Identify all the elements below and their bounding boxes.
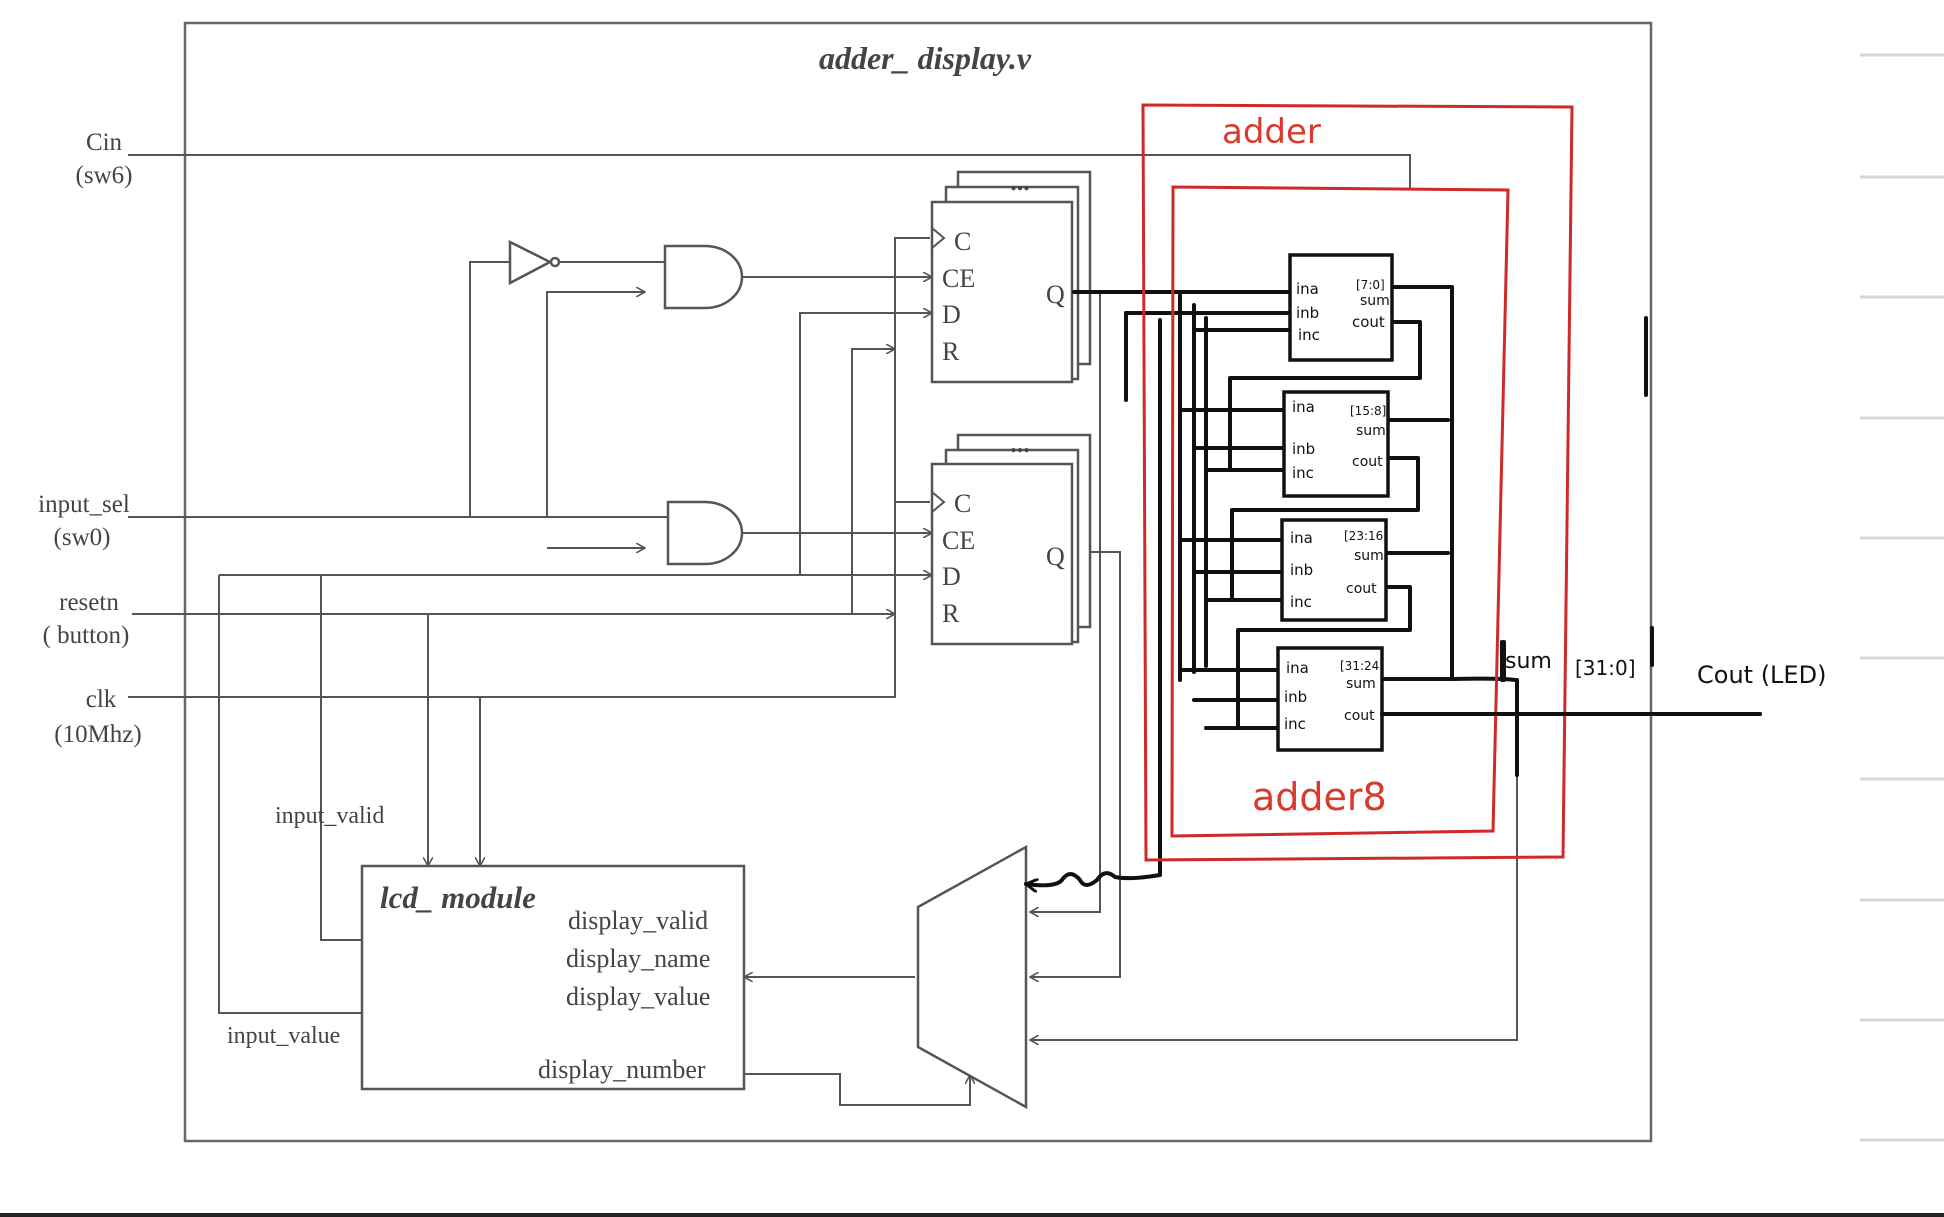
adder-block-1-inc: inc bbox=[1292, 464, 1314, 482]
adder-block-2: ina inb inc [23:16] sum cout bbox=[1280, 518, 1388, 622]
adder-block-0-range: [7:0] bbox=[1356, 278, 1385, 292]
adder-block-2-range: [23:16] bbox=[1344, 529, 1388, 543]
adder-block-1-cout: cout bbox=[1352, 454, 1383, 470]
adder8-label: adder8 bbox=[1252, 775, 1387, 819]
adder-block-0-ina: ina bbox=[1296, 280, 1319, 298]
resetn-label: resetn bbox=[59, 589, 119, 616]
lcd-input-valid-label: input_valid bbox=[275, 803, 384, 829]
multiplexer bbox=[916, 844, 1028, 1110]
inverter bbox=[508, 239, 665, 286]
input-labels: Cin (sw6) input_sel (sw0) resetn ( butto… bbox=[38, 129, 142, 748]
reg-top-port-r: R bbox=[942, 337, 960, 366]
lcd-module: lcd_ module display_valid display_name d… bbox=[227, 803, 746, 1091]
and-gate-bottom bbox=[666, 500, 744, 566]
output-labels: sum [31:0] Cout (LED) bbox=[1380, 640, 1826, 716]
adder-block-0-sum: sum bbox=[1360, 293, 1390, 309]
lcd-port-display-value: display_value bbox=[566, 982, 710, 1011]
input-sel-label: input_sel bbox=[38, 491, 130, 518]
adder-block-3: ina inb inc [31:24] sum cout bbox=[1276, 646, 1384, 752]
reg-bottom-output-q: Q bbox=[1046, 542, 1065, 571]
register-bottom-ellipsis: ... bbox=[1010, 429, 1030, 458]
adder-block-0-cout: cout bbox=[1352, 313, 1385, 331]
lcd-port-display-name: display_name bbox=[566, 944, 710, 973]
reg-bottom-port-r: R bbox=[942, 599, 960, 628]
register-stack-top: ... C CE D R Q bbox=[930, 167, 1092, 384]
adder-annotation: adder adder8 bbox=[1141, 103, 1574, 862]
adder-block-3-sum: sum bbox=[1346, 676, 1376, 692]
lcd-port-display-valid: display_valid bbox=[568, 906, 708, 935]
adder-block-0-inb: inb bbox=[1296, 304, 1319, 322]
notebook-lines bbox=[1860, 53, 1944, 1142]
lcd-module-title: lcd_ module bbox=[380, 880, 536, 915]
lcd-port-display-number: display_number bbox=[538, 1055, 706, 1084]
reg-bottom-port-d: D bbox=[942, 562, 961, 591]
cin-pin-label: (sw6) bbox=[76, 162, 133, 189]
lcd-input-value-label: input_value bbox=[227, 1023, 340, 1049]
reg-top-port-d: D bbox=[942, 300, 961, 329]
module-title: adder_ display.v bbox=[819, 40, 1032, 76]
adder-block-1-sum: sum bbox=[1356, 423, 1386, 439]
adder-block-2-ina: ina bbox=[1290, 529, 1313, 547]
sum-range-label: [31:0] bbox=[1575, 656, 1636, 680]
reg-bottom-port-ce: CE bbox=[942, 526, 975, 555]
adder-block-1: ina inb inc [15:8] sum cout bbox=[1282, 390, 1390, 498]
module-boundary bbox=[183, 21, 1653, 1143]
adder-block-2-cout: cout bbox=[1346, 581, 1377, 597]
adder-block-0-inc: inc bbox=[1298, 326, 1320, 344]
resetn-pin-label: ( button) bbox=[43, 622, 130, 649]
adder-block-3-ina: ina bbox=[1286, 659, 1309, 677]
adder-block-1-range: [15:8] bbox=[1350, 404, 1386, 418]
input-sel-pin-label: (sw0) bbox=[54, 524, 111, 551]
adder-block-3-inc: inc bbox=[1284, 715, 1306, 733]
adder-block-1-ina: ina bbox=[1292, 398, 1315, 416]
adder-block-3-inb: inb bbox=[1284, 688, 1307, 706]
adder-block-1-inb: inb bbox=[1292, 440, 1315, 458]
clk-label: clk bbox=[86, 686, 117, 713]
adder-block-2-inc: inc bbox=[1290, 593, 1312, 611]
adder8-wiring bbox=[1026, 285, 1762, 885]
adder-block-3-cout: cout bbox=[1344, 708, 1375, 724]
clk-pin-label: (10Mhz) bbox=[54, 721, 141, 748]
adder-block-3-range: [31:24] bbox=[1340, 659, 1384, 673]
adder-block-2-sum: sum bbox=[1354, 548, 1384, 564]
reg-top-output-q: Q bbox=[1046, 280, 1065, 309]
adder-block-2-inb: inb bbox=[1290, 561, 1313, 579]
adder-label: adder bbox=[1222, 112, 1321, 152]
cin-label: Cin bbox=[86, 129, 123, 156]
reg-top-port-ce: CE bbox=[942, 264, 975, 293]
reg-top-port-c: C bbox=[954, 227, 971, 256]
cout-led-label: Cout (LED) bbox=[1697, 661, 1826, 689]
sum-output-label: sum bbox=[1505, 649, 1552, 674]
register-top-ellipsis: ... bbox=[1010, 167, 1030, 196]
register-stack-bottom: ... C CE D R Q bbox=[930, 429, 1092, 646]
adder-block-0: ina inb inc [7:0] sum cout bbox=[1288, 253, 1394, 362]
reg-bottom-port-c: C bbox=[954, 489, 971, 518]
and-gate-top bbox=[663, 244, 744, 310]
